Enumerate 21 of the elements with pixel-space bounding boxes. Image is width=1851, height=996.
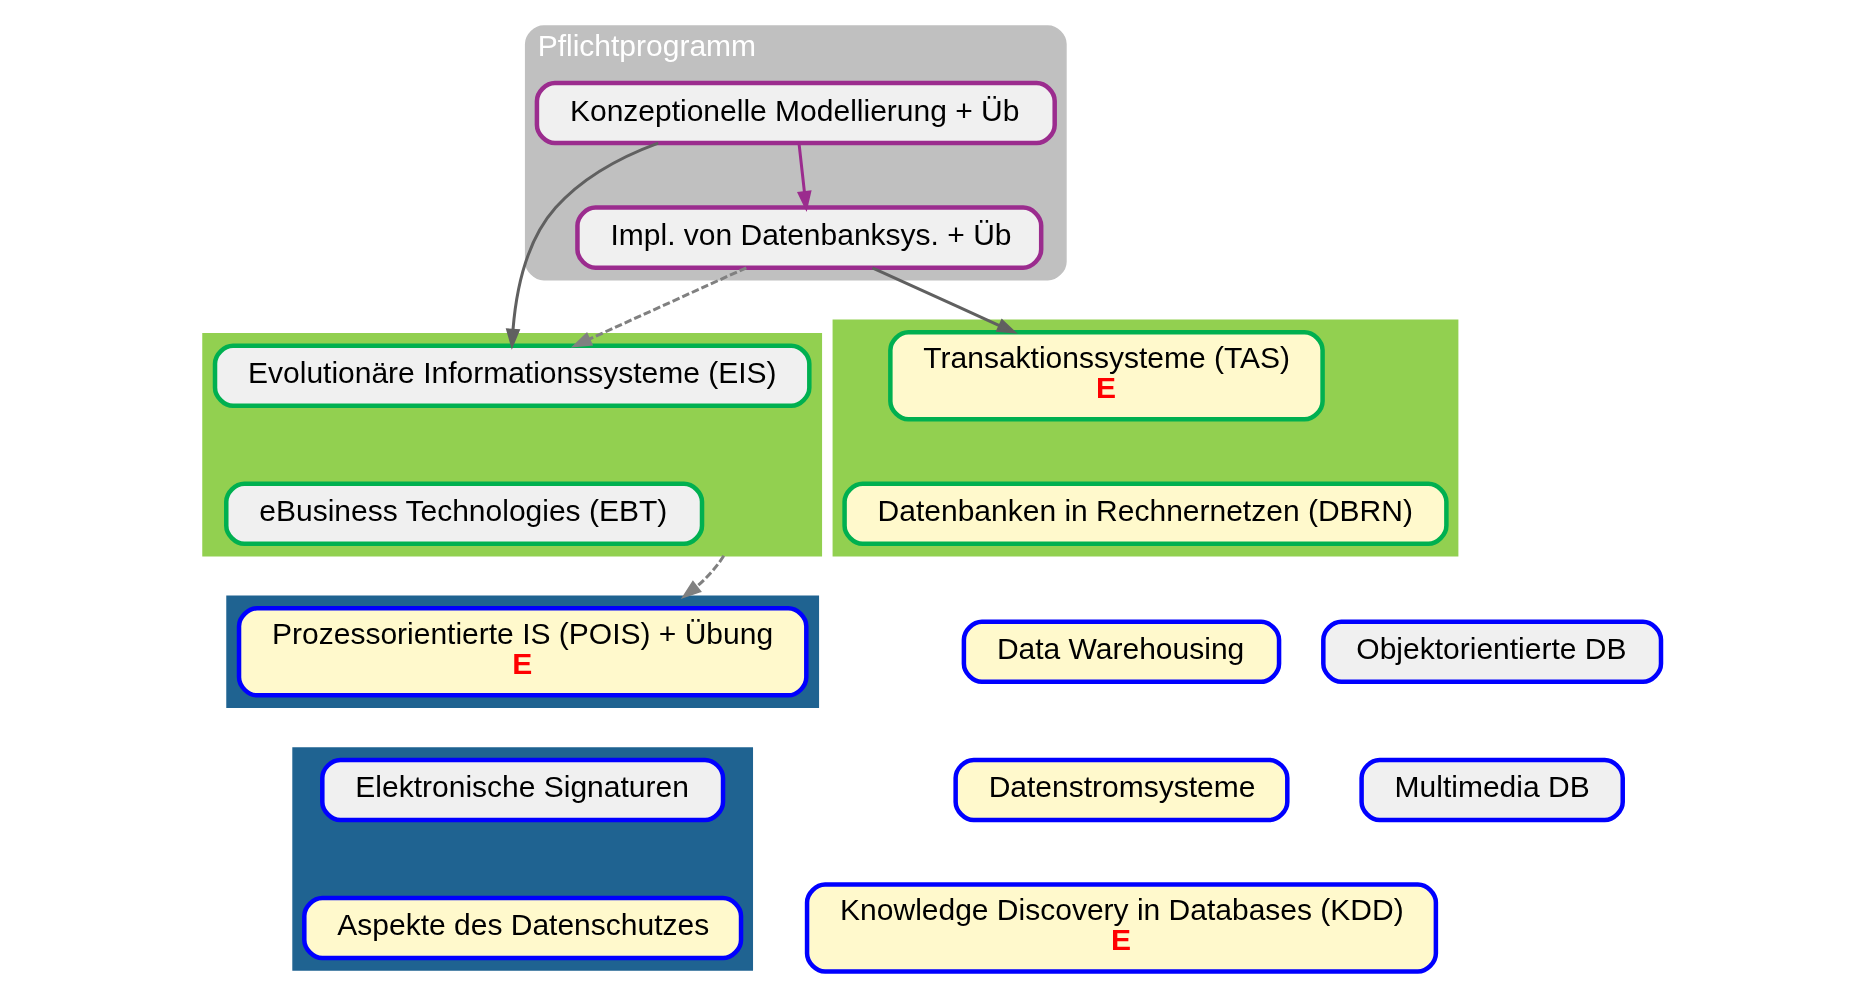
node-box: Elektronische Signaturen xyxy=(319,757,725,823)
arrow xyxy=(505,141,659,350)
node-box: Aspekte des Datenschutzes xyxy=(301,895,743,961)
node-box: Konzeptionelle Modellierung + Üb xyxy=(534,80,1057,146)
arrow xyxy=(680,554,725,600)
cluster xyxy=(225,595,819,709)
node-box: Data Warehousing xyxy=(961,619,1281,685)
node-box: Transaktionssysteme (TAS) E xyxy=(887,329,1325,422)
node-box: Datenstromsysteme xyxy=(952,757,1290,823)
arrow xyxy=(871,266,1018,334)
node-box: Knowledge Discovery in Databases (KDD) E xyxy=(804,882,1438,974)
arrow xyxy=(570,266,747,348)
node-box: Prozessorientierte IS (POIS) + Übung E xyxy=(236,606,809,698)
node-box: Evolutionäre Informationssysteme (EIS) xyxy=(212,343,812,408)
node-box: Multimedia DB xyxy=(1358,757,1625,823)
node-box: Datenbanken in Rechnernetzen (DBRN) xyxy=(841,481,1449,546)
node-box: Objektorientierte DB xyxy=(1320,619,1663,685)
node-box: Impl. von Datenbanksys. + Üb xyxy=(574,205,1043,270)
node-box: eBusiness Technologies (EBT) xyxy=(223,481,704,546)
arrow xyxy=(796,143,812,212)
cluster xyxy=(291,747,753,971)
